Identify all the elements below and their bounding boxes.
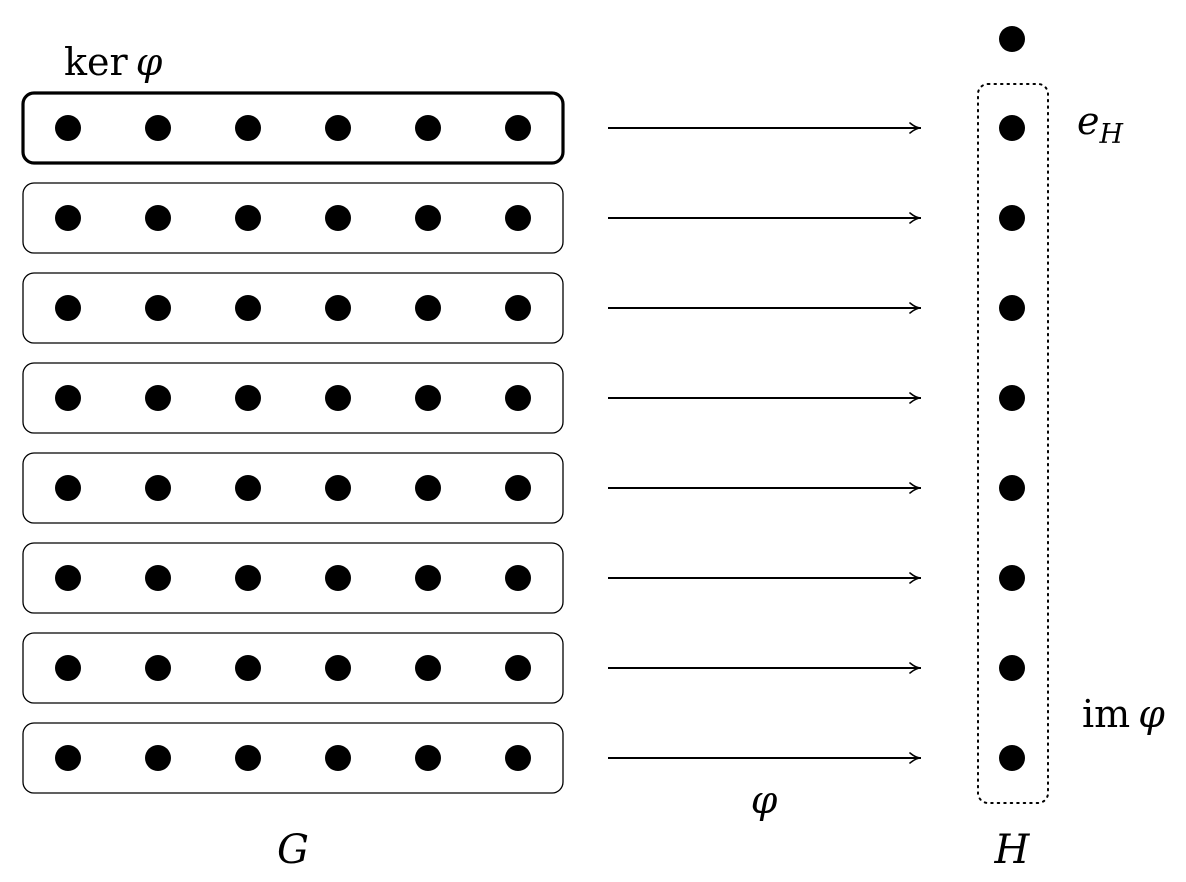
group-element-dot xyxy=(415,205,441,231)
codomain-label: H xyxy=(994,827,1031,873)
group-element-dot xyxy=(325,385,351,411)
coset-row xyxy=(22,272,564,344)
kernel-label-text: ker xyxy=(64,40,129,84)
group-element-dot xyxy=(55,745,81,771)
group-element-dot xyxy=(505,475,531,501)
group-element-dot xyxy=(145,385,171,411)
group-element-dot xyxy=(145,655,171,681)
group-element-dot xyxy=(145,295,171,321)
group-element-dot xyxy=(505,565,531,591)
group-element-dot xyxy=(325,565,351,591)
image-point xyxy=(999,745,1025,771)
group-element-dot xyxy=(325,475,351,501)
group-element-dot xyxy=(235,205,261,231)
image-point xyxy=(999,385,1025,411)
group-element-dot xyxy=(235,475,261,501)
map-label: φ xyxy=(751,778,778,822)
coset-box xyxy=(22,722,564,794)
group-element-dot xyxy=(415,475,441,501)
domain-label: G xyxy=(277,827,309,873)
image-point xyxy=(999,655,1025,681)
group-element-dot xyxy=(55,385,81,411)
group-element-dot xyxy=(235,115,261,141)
coset-box xyxy=(22,362,564,434)
image-point xyxy=(999,295,1025,321)
coset-row xyxy=(22,542,564,614)
group-element-dot xyxy=(505,295,531,321)
group-element-dot xyxy=(415,385,441,411)
map-arrows xyxy=(608,122,922,764)
group-element-dot xyxy=(415,745,441,771)
group-element-dot xyxy=(145,745,171,771)
group-element-dot xyxy=(235,655,261,681)
codomain-points xyxy=(977,26,1049,804)
group-element-dot xyxy=(505,205,531,231)
identity-label-subscript: H xyxy=(1099,119,1124,150)
group-element-dot xyxy=(145,115,171,141)
kernel-coset-box xyxy=(21,91,565,165)
group-element-dot xyxy=(415,295,441,321)
domain-cosets xyxy=(21,91,565,794)
kernel-label-symbol: φ xyxy=(136,40,163,84)
identity-point xyxy=(999,115,1025,141)
group-element-dot xyxy=(325,115,351,141)
identity-label-base: e xyxy=(1077,99,1100,143)
coset-box xyxy=(22,182,564,254)
coset-box xyxy=(22,542,564,614)
group-element-dot xyxy=(235,745,261,771)
group-element-dot xyxy=(55,565,81,591)
group-element-dot xyxy=(235,295,261,321)
image-region-box xyxy=(977,83,1049,804)
group-element-dot xyxy=(325,655,351,681)
coset-row xyxy=(22,632,564,704)
group-element-dot xyxy=(55,295,81,321)
coset-box xyxy=(22,452,564,524)
group-element-dot xyxy=(325,745,351,771)
coset-row xyxy=(22,182,564,254)
group-element-dot xyxy=(325,295,351,321)
group-element-dot xyxy=(505,655,531,681)
image-label-symbol: φ xyxy=(1138,692,1165,736)
group-element-dot xyxy=(415,655,441,681)
image-point xyxy=(999,205,1025,231)
coset-row xyxy=(22,452,564,524)
group-element-dot xyxy=(55,115,81,141)
coset-row xyxy=(22,362,564,434)
coset-box xyxy=(22,632,564,704)
group-element-dot xyxy=(415,115,441,141)
image-label-text: im xyxy=(1082,692,1130,736)
image-point xyxy=(999,475,1025,501)
codomain-point-outside-image xyxy=(999,26,1025,52)
coset-row xyxy=(22,722,564,794)
group-element-dot xyxy=(505,385,531,411)
group-element-dot xyxy=(55,475,81,501)
group-element-dot xyxy=(55,205,81,231)
group-element-dot xyxy=(415,565,441,591)
group-element-dot xyxy=(145,205,171,231)
image-point xyxy=(999,565,1025,591)
group-element-dot xyxy=(145,475,171,501)
group-element-dot xyxy=(235,565,261,591)
group-element-dot xyxy=(505,115,531,141)
group-element-dot xyxy=(235,385,261,411)
kernel-coset xyxy=(21,91,565,165)
group-element-dot xyxy=(145,565,171,591)
coset-box xyxy=(22,272,564,344)
group-element-dot xyxy=(55,655,81,681)
identity-label: eH xyxy=(1077,99,1124,150)
group-element-dot xyxy=(505,745,531,771)
group-element-dot xyxy=(325,205,351,231)
